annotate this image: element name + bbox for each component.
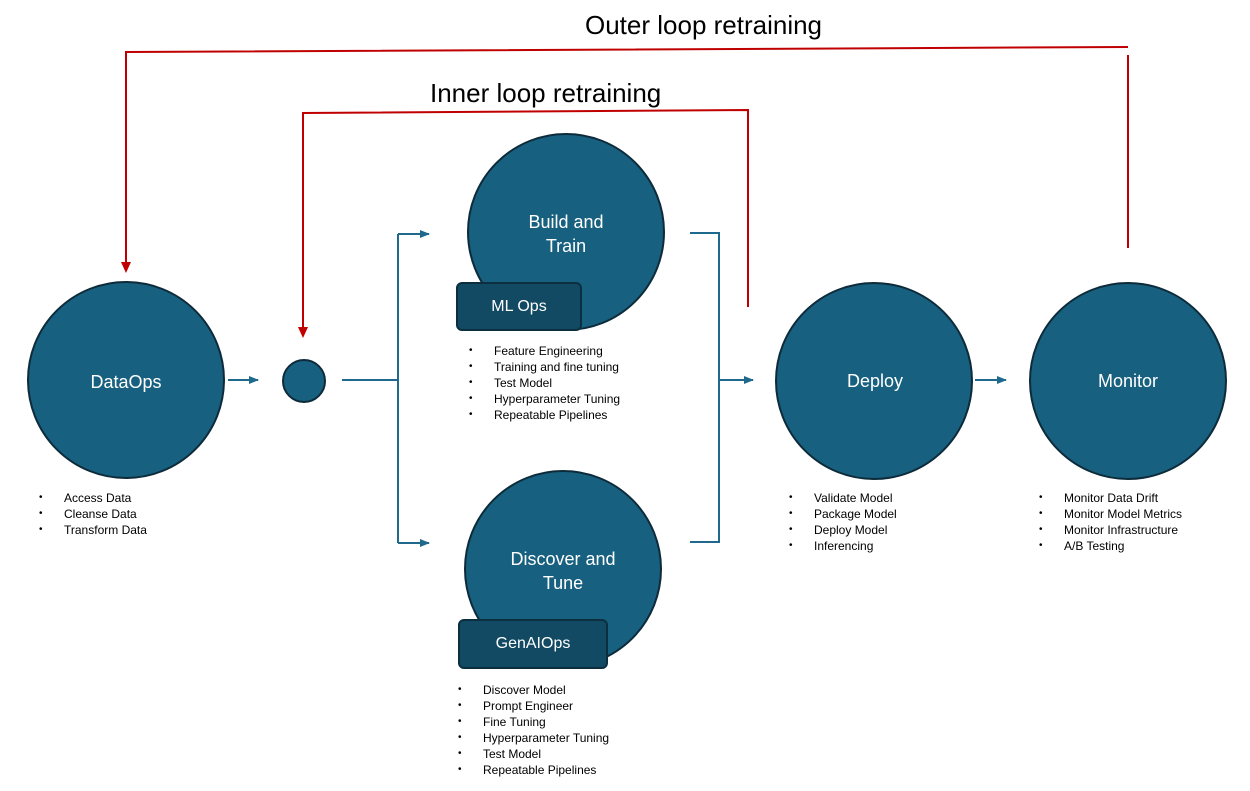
list-item: Validate Model <box>789 490 897 506</box>
branch-merge-connector <box>690 232 720 543</box>
outer-loop-arrowhead <box>121 262 131 273</box>
monitor-task-list: Monitor Data Drift Monitor Model Metrics… <box>1039 490 1182 554</box>
list-item: Feature Engineering <box>469 343 620 359</box>
dataops-node <box>27 281 225 479</box>
build-train-task-list: Feature Engineering Training and fine tu… <box>469 343 620 423</box>
inner-loop-label: Inner loop retraining <box>430 78 662 108</box>
list-item: Prompt Engineer <box>458 698 609 714</box>
list-item: Repeatable Pipelines <box>469 407 620 423</box>
inner-loop-connector <box>302 108 749 331</box>
list-item: Monitor Data Drift <box>1039 490 1182 506</box>
list-item: Repeatable Pipelines <box>458 762 609 778</box>
discover-tune-label-line1: Discover and <box>510 549 616 569</box>
inner-loop-arrowhead <box>298 327 308 338</box>
outer-loop-connector <box>125 46 1129 266</box>
build-train-label-line2: Train <box>545 236 587 256</box>
list-item: Test Model <box>469 375 620 391</box>
list-item: Monitor Model Metrics <box>1039 506 1182 522</box>
discover-tune-label-line2: Tune <box>542 573 584 593</box>
list-item: Package Model <box>789 506 897 522</box>
dataops-label: DataOps <box>90 372 162 392</box>
monitor-label: Monitor <box>1097 371 1159 391</box>
discover-tune-task-list: Discover Model Prompt Engineer Fine Tuni… <box>458 682 609 778</box>
list-item: Inferencing <box>789 538 897 554</box>
build-train-label-line1: Build and <box>528 212 604 232</box>
monitor-node <box>1029 282 1227 480</box>
list-item: Discover Model <box>458 682 609 698</box>
list-item: Access Data <box>39 490 147 506</box>
list-item: A/B Testing <box>1039 538 1182 554</box>
mlops-badge: ML Ops <box>456 282 582 331</box>
outer-loop-label: Outer loop retraining <box>585 10 823 40</box>
junction-node <box>282 359 326 403</box>
discover-tune-label: Discover and Tune <box>510 547 615 595</box>
list-item: Deploy Model <box>789 522 897 538</box>
list-item: Transform Data <box>39 522 147 538</box>
branch-split-connector <box>342 234 399 543</box>
genaiops-badge: GenAIOps <box>458 619 608 669</box>
list-item: Cleanse Data <box>39 506 147 522</box>
list-item: Fine Tuning <box>458 714 609 730</box>
build-train-label: Build and Train <box>528 210 603 258</box>
list-item: Test Model <box>458 746 609 762</box>
deploy-label: Deploy <box>846 371 904 391</box>
list-item: Monitor Infrastructure <box>1039 522 1182 538</box>
deploy-task-list: Validate Model Package Model Deploy Mode… <box>789 490 897 554</box>
list-item: Training and fine tuning <box>469 359 620 375</box>
list-item: Hyperparameter Tuning <box>458 730 609 746</box>
deploy-node <box>775 282 973 480</box>
dataops-task-list: Access Data Cleanse Data Transform Data <box>39 490 147 538</box>
list-item: Hyperparameter Tuning <box>469 391 620 407</box>
